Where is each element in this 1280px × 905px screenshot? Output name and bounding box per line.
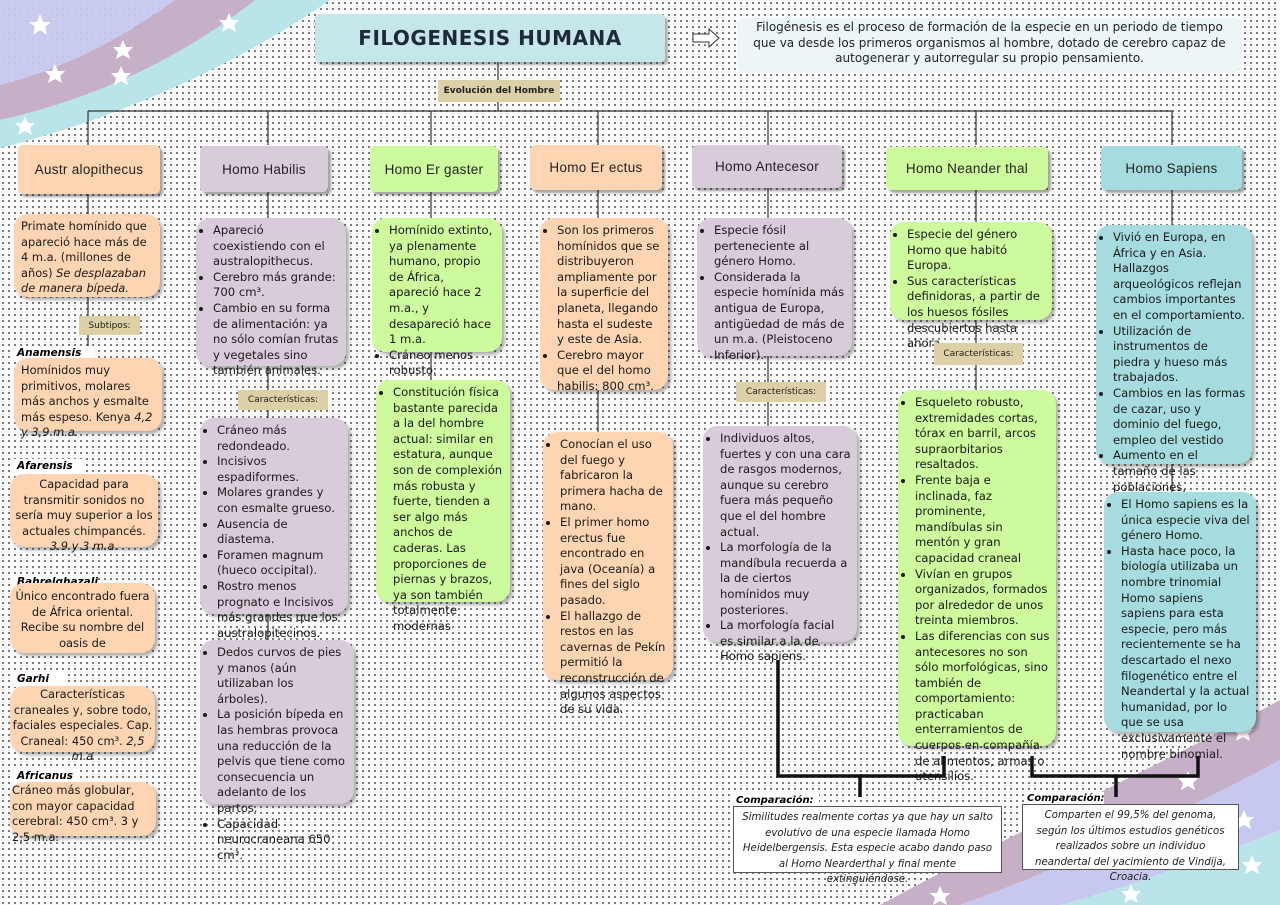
section-label: Evolución del Hombre [438,80,560,102]
star-icon [1242,855,1262,874]
antecesor-characteristics-tag: Características: [736,382,826,402]
list-item: Especie del género Homo que habitó Europ… [907,227,1046,274]
list-item: Frente baja e inclinada, faz prominente,… [915,473,1050,567]
list-item: Cerebro mayor que el del homo habilis: 8… [557,348,662,395]
list-item: Considerada la especie homínida más anti… [714,270,846,364]
definition-text: Filogénesis es el proceso de formación d… [737,18,1242,72]
list-item: Cráneo más redondeado. [217,423,342,454]
star-icon [1178,771,1198,790]
star-icon [1121,884,1141,903]
star-icon [15,116,35,135]
erectus-characteristics: Conocían el uso del fuego y fabricaron l… [543,432,673,716]
subtype-anamensis-text: Homínidos muy primitivos, molares más an… [14,358,162,439]
header-neanderthal: Homo Neander thal [886,147,1048,190]
neanderthal-characteristics: Esqueleto robusto, extremidades cortas, … [898,390,1056,783]
list-item: Individuos altos, fuertes y con una cara… [720,431,851,540]
header-ergaster: Homo Er gaster [370,146,498,192]
sapiens-characteristics: El Homo sapiens es la única especie viva… [1104,492,1256,761]
list-item: Hasta hace poco, la biología utilizaba u… [1121,544,1250,762]
star-icon [113,40,133,59]
antecesor-info: Especie fósil perteneciente al género Ho… [697,218,852,362]
list-item: Ausencia de diastema. [217,517,342,548]
antecesor-characteristics: Individuos altos, fuertes y con una cara… [703,426,857,663]
list-item: Constitución física bastante parecida a … [393,385,504,635]
list-item: La morfología de la mandíbula recuerda a… [720,540,851,618]
list-item: Molares grandes y con esmalte grueso. [217,485,342,516]
subtype-name: Anamensis [14,346,94,361]
list-item: El hallazgo de restos en las cavernas de… [560,609,667,718]
erectus-info: Son los primeros homínidos que se distri… [540,218,668,393]
list-item: Homínido extinto, ya plenamente humano, … [389,223,496,348]
ergaster-characteristics: Constitución física bastante parecida a … [376,380,510,633]
comparison-text: Comparten el 99,5% del genoma, según los… [1022,804,1239,883]
list-item: Cerebro más grande: 700 cm³. [213,270,340,301]
neanderthal-characteristics-tag: Características: [934,343,1023,365]
list-item: Foramen magnum (hueco occipital). [217,548,342,579]
star-icon [930,886,950,905]
list-item: Conocían el uso del fuego y fabricaron l… [560,437,667,515]
list-item: Incisivos espadiformes. [217,454,342,485]
star-icon [45,64,65,83]
list-item: La morfología facial es similar a la de … [720,618,851,665]
star-icon [111,66,131,85]
comparison-text: Similitudes realmente cortas ya que hay … [733,806,1002,885]
ergaster-info: Homínido extinto, ya plenamente humano, … [372,218,502,377]
habilis-info: Apareció coexistiendo con el australopit… [196,218,346,377]
header-sapiens: Homo Sapiens [1101,146,1242,190]
list-item: Esqueleto robusto, extremidades cortas, … [915,395,1050,473]
header-erectus: Homo Er ectus [530,145,662,190]
list-item: Cambios en las formas de cazar, uso y do… [1113,386,1246,448]
star-icon [219,13,239,32]
habilis-extra: Dedos curvos de pies y manos (aún utiliz… [200,640,354,862]
subtype-name: Afarensis [14,459,82,474]
star-icon [1234,810,1254,829]
list-item: Cráneo menos robusto. [389,348,496,379]
subtype-name: Garhi [14,672,64,687]
list-item: Vivían en grupos organizados, formados p… [915,567,1050,629]
list-item: Apareció coexistiendo con el australopit… [213,223,340,270]
list-item: Capacidad neurocraneana 650 cm³. [217,817,348,864]
list-item: Vivió en Europa, en África y en Asia. Ha… [1113,230,1246,324]
header-habilis: Homo Habilis [200,146,328,192]
subtype-bahrelghazali-text: Único encontrado fuera de África orienta… [10,583,155,653]
habilis-characteristics: Cráneo más redondeado. Incisivos espadif… [200,418,348,655]
sapiens-info: Vivió en Europa, en África y en Asia. Ha… [1096,225,1252,525]
header-australopithecus: Austr alopithecus [18,145,160,194]
page-title: FILOGENESIS HUMANA [315,14,665,62]
list-item: El Homo sapiens es la única especie viva… [1121,497,1250,544]
list-item: Cambio en su forma de alimentación: ya n… [213,301,340,379]
list-item: Utilización de instrumentos de piedra y … [1113,324,1246,386]
arrow-right-icon [692,27,720,49]
subtypes-tag: Subtipos: [79,316,140,335]
list-item: Las diferencias con sus antecesores no s… [915,629,1050,785]
list-item: Especie fósil perteneciente al género Ho… [714,223,846,270]
subtype-garhi-text: Características craneales y, sobre todo,… [10,686,155,763]
habilis-characteristics-tag: Características: [238,390,328,410]
list-item: Dedos curvos de pies y manos (aún utiliz… [217,645,348,707]
subtype-name: Africanus [14,769,80,784]
list-item: Sus características definidoras, a parti… [907,274,1046,352]
neanderthal-info: Especie del género Homo que habitó Europ… [890,222,1052,350]
comparison-label: Comparación: [733,794,819,807]
list-item: La posición bípeda en las hembras provoc… [217,707,348,816]
header-antecesor: Homo Antecesor [692,145,842,188]
comparison-label: Comparación: [1024,792,1105,805]
subtype-afarensis-text: Capacidad para transmitir sonidos no ser… [10,474,158,553]
star-icon [29,14,51,35]
list-item: Rostro menos prognato e Incisivos más gr… [217,579,342,641]
list-item: Son los primeros homínidos que se distri… [557,223,662,348]
australopithecus-intro: Primate homínido que apareció hace más d… [14,214,160,297]
subtype-africanus-text: Cráneo más globular, con mayor capacidad… [10,782,156,844]
list-item: El primer homo erectus fue encontrado en… [560,515,667,609]
